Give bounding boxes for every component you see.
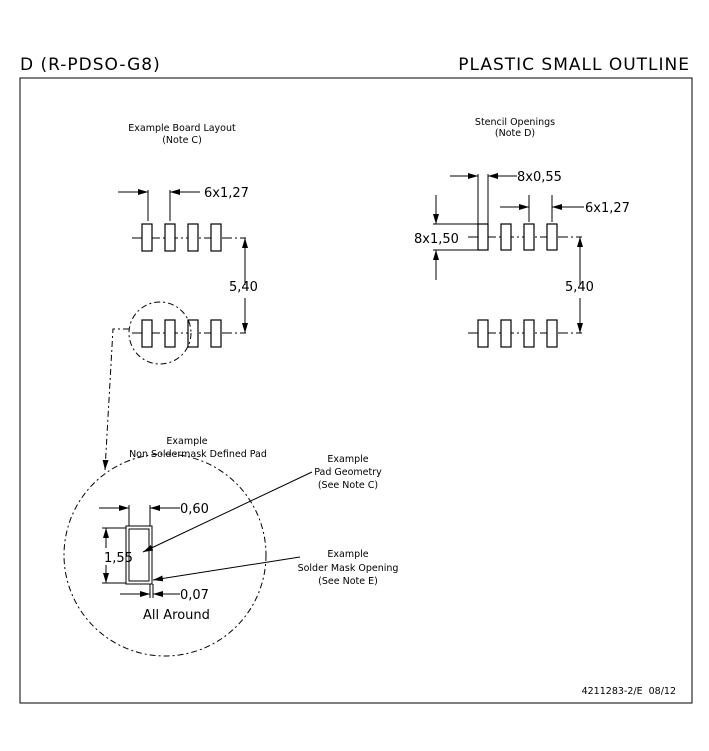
stencil-pads-top — [477, 223, 558, 251]
pad-length-dim: 1,55 — [104, 551, 133, 566]
detail-title-1: Example — [166, 436, 207, 447]
stencil-width-dim: 8x0,55 — [517, 170, 562, 185]
stencil-note: (Note D) — [495, 128, 535, 139]
board-layout: Example Board Layout (Note C) 6x1,27 5,4… — [102, 123, 258, 471]
mask-opening-label-1: Example — [327, 549, 368, 560]
pad-geometry-label-3: (See Note C) — [318, 480, 378, 491]
package-code: D (R-PDSO-G8) — [20, 55, 161, 75]
stencil-row-spacing-dim: 5,40 — [565, 280, 594, 295]
pad-geometry — [128, 528, 150, 582]
board-pitch-dim: 6x1,27 — [204, 186, 249, 201]
board-pads-bottom — [141, 319, 222, 348]
stencil-openings: Stencil Openings (Note D) 8x0,55 6x1,27 — [414, 117, 630, 348]
detail-title-2: Non Soldermask Defined Pad — [129, 449, 267, 460]
mask-opening-label-3: (See Note E) — [318, 576, 378, 587]
pad-width-dim: 0,60 — [180, 502, 209, 517]
board-pads-top — [141, 223, 222, 252]
pad-geometry-label-1: Example — [327, 454, 368, 465]
drawing-title: PLASTIC SMALL OUTLINE — [458, 55, 690, 75]
stencil-length-dim: 8x1,50 — [414, 232, 459, 247]
document-id: 4211283-2/E 08/12 — [582, 686, 676, 697]
clearance-note: All Around — [143, 608, 210, 623]
pad-detail: Example Non Soldermask Defined Pad 0,60 … — [63, 436, 399, 657]
detail-circle — [63, 453, 267, 657]
board-layout-note: (Note C) — [162, 135, 202, 146]
pad-geometry-label-2: Pad Geometry — [314, 467, 382, 478]
stencil-pitch-dim: 6x1,27 — [585, 201, 630, 216]
drawing-frame — [19, 77, 693, 704]
stencil-title: Stencil Openings — [475, 117, 555, 128]
stencil-pads-bottom — [477, 319, 558, 348]
board-row-spacing-dim: 5,40 — [229, 280, 258, 295]
clearance-dim: 0,07 — [180, 588, 209, 603]
solder-mask-opening — [125, 525, 153, 585]
mask-opening-label-2: Solder Mask Opening — [298, 563, 399, 574]
board-layout-title: Example Board Layout — [128, 123, 236, 134]
detail-callout-circle — [128, 301, 192, 365]
